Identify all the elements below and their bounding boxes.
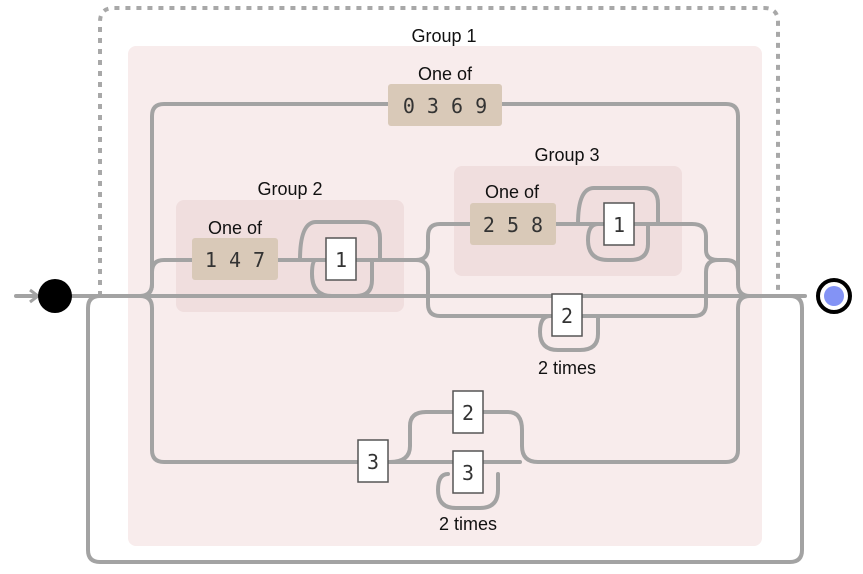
group2-literal-char: 1 [335,248,347,272]
start-marker [38,279,72,313]
bottom-repeat-label: 2 times [439,514,497,534]
bottom-repeat-literal-char: 3 [462,461,474,485]
end-marker-dot [824,286,844,306]
repeat-literal-label: 2 times [538,358,596,378]
repeat-literal-char: 2 [561,304,573,328]
group3-charset-chars: 2 5 8 [483,213,543,237]
top-charset-box [388,84,502,126]
top-charset-label: One of [418,64,473,84]
bottom-alt-literal-box [452,390,484,434]
group3-charset-box [470,203,556,245]
group2-charset-label: One of [208,218,263,238]
group2-charset-box [192,238,278,280]
bottom-literal-first-char: 3 [367,450,379,474]
group3-label: Group 3 [534,145,599,165]
bottom-alt-literal-char: 2 [462,401,474,425]
repeat-dashed-outline [98,6,780,296]
group3-box [454,166,682,276]
repeat-literal-box [551,293,583,337]
group2-charset-chars: 1 4 7 [205,248,265,272]
group2-box [176,200,404,312]
group1-label: Group 1 [411,26,476,46]
group3-literal-char: 1 [613,213,625,237]
group3-charset-label: One of [485,182,540,202]
bottom-literal-first-box [357,439,389,483]
group2-label: Group 2 [257,179,322,199]
top-charset-chars: 0 3 6 9 [403,94,487,118]
group3-literal-box [603,202,635,246]
group2-literal-box [325,237,357,281]
bottom-repeat-literal-box [452,450,484,494]
